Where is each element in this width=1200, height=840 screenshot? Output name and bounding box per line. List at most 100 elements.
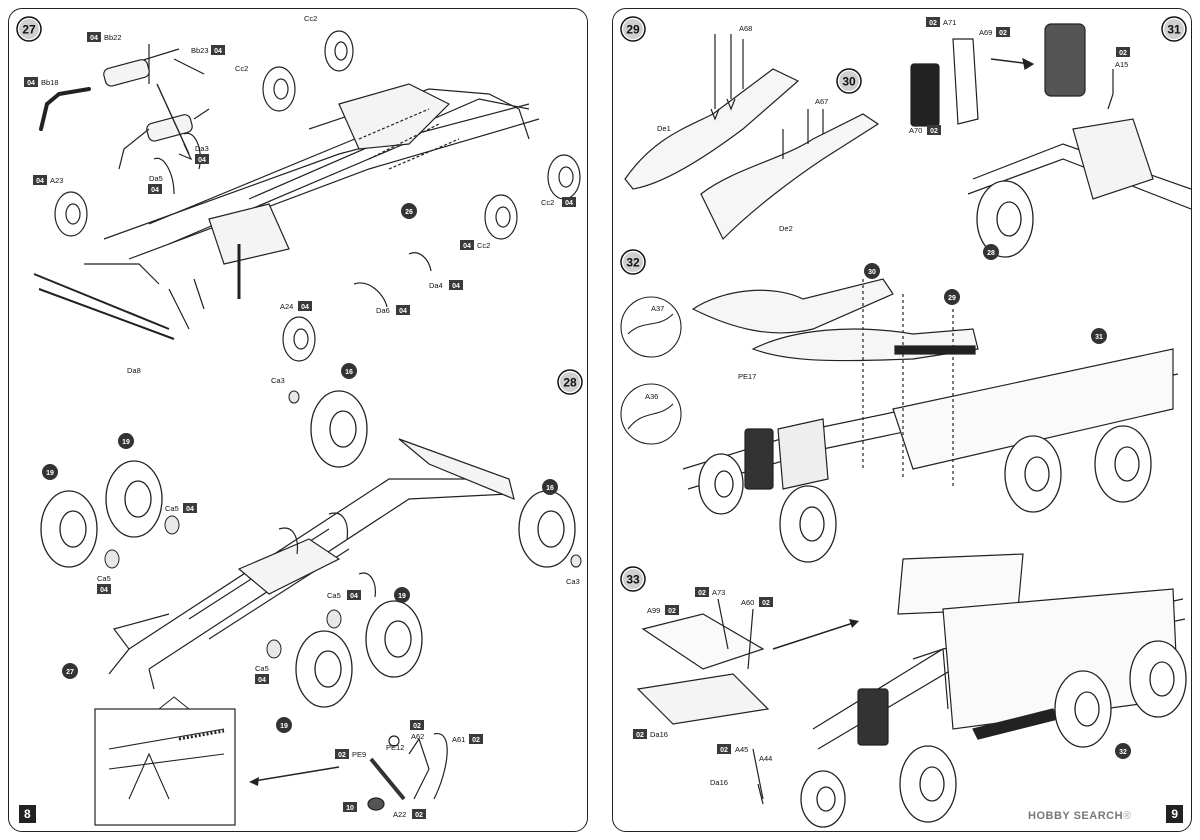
- svg-text:A68: A68: [739, 24, 752, 33]
- step-28-hubs: [104, 390, 582, 659]
- svg-text:Da8: Da8: [127, 366, 141, 375]
- svg-text:A45: A45: [735, 745, 748, 754]
- svg-text:Cc2: Cc2: [477, 241, 490, 250]
- step-29-fender-drawing: [624, 34, 800, 190]
- step-32-badge: 32: [620, 249, 646, 275]
- step-32-detail-callouts: [620, 296, 682, 445]
- step-31-wheel: [976, 180, 1034, 258]
- step-27-part-labels: 04 Bb22 Bb23 04 04 Bb18 04 A23 Da3 04 Da…: [24, 14, 576, 375]
- svg-text:28: 28: [987, 250, 995, 257]
- right-page-drawing: 29 A68 De1 30 A67 De2 31: [620, 16, 1191, 828]
- svg-text:28: 28: [563, 376, 577, 390]
- svg-text:A23: A23: [50, 176, 63, 185]
- svg-text:04: 04: [198, 157, 206, 164]
- svg-text:31: 31: [1167, 23, 1181, 37]
- step-28-chassis-drawing: [108, 438, 515, 690]
- svg-text:A22: A22: [393, 810, 406, 819]
- svg-text:19: 19: [122, 439, 130, 446]
- svg-text:A37: A37: [651, 304, 664, 313]
- svg-text:19: 19: [398, 593, 406, 600]
- svg-text:Ca5: Ca5: [255, 664, 269, 673]
- svg-text:Da5: Da5: [149, 174, 163, 183]
- step-28-badge: 28: [557, 369, 583, 395]
- step-28-wheels: [40, 390, 576, 708]
- svg-text:31: 31: [1095, 334, 1103, 341]
- svg-text:27: 27: [66, 669, 74, 676]
- svg-text:Cc2: Cc2: [235, 64, 248, 73]
- svg-text:Da3: Da3: [195, 144, 209, 153]
- svg-text:A15: A15: [1115, 60, 1128, 69]
- right-instruction-page: 29 A68 De1 30 A67 De2 31: [612, 8, 1192, 832]
- inset-arrow: [249, 766, 340, 786]
- svg-text:02: 02: [338, 752, 346, 759]
- svg-text:PE9: PE9: [352, 750, 366, 759]
- svg-text:04: 04: [301, 304, 309, 311]
- step-31-labels: 02 A71 A69 02 A70 02 02 A15 28: [909, 17, 1130, 260]
- page-number-left: 8: [19, 805, 36, 823]
- ref-circle-26: 26: [401, 203, 417, 219]
- svg-text:PE12: PE12: [386, 743, 404, 752]
- step-30-fender-drawing: [700, 109, 880, 241]
- step-27-chassis-drawing: [33, 44, 540, 340]
- svg-text:04: 04: [100, 587, 108, 594]
- svg-text:Bb22: Bb22: [104, 33, 122, 42]
- svg-text:26: 26: [405, 209, 413, 216]
- svg-text:29: 29: [626, 23, 640, 37]
- watermark-mark: ®: [1123, 810, 1132, 822]
- svg-text:PE17: PE17: [738, 372, 756, 381]
- svg-text:02: 02: [929, 20, 937, 27]
- svg-text:Ca3: Ca3: [271, 376, 285, 385]
- step-28-ref-circles: 16 16 19 19 19 19 27: [42, 363, 558, 733]
- svg-text:30: 30: [842, 75, 856, 89]
- svg-text:02: 02: [668, 608, 676, 615]
- svg-text:04: 04: [452, 283, 460, 290]
- svg-text:02: 02: [1119, 50, 1127, 57]
- step-33-wheels: [800, 640, 1187, 828]
- svg-text:02: 02: [698, 590, 706, 597]
- svg-text:A60: A60: [741, 598, 754, 607]
- svg-text:A99: A99: [647, 606, 660, 615]
- step-32-truck-drawing: [682, 278, 1179, 490]
- svg-text:Da16: Da16: [650, 730, 668, 739]
- svg-text:04: 04: [186, 506, 194, 513]
- svg-text:De2: De2: [779, 224, 793, 233]
- step-33-labels: A99 02 02 A73 A60 02 02 Da16 02 A45 A44 …: [633, 587, 1131, 787]
- svg-text:04: 04: [258, 677, 266, 684]
- step-33-truck-drawing: [812, 553, 1186, 750]
- svg-text:De1: De1: [657, 124, 671, 133]
- svg-text:02: 02: [720, 747, 728, 754]
- svg-text:04: 04: [214, 48, 222, 55]
- watermark-text: HOBBY SEARCH: [1028, 810, 1124, 822]
- svg-text:Bb18: Bb18: [41, 78, 59, 87]
- inset-detail-box: [94, 696, 236, 826]
- svg-text:02: 02: [472, 737, 480, 744]
- svg-text:16: 16: [345, 369, 353, 376]
- svg-text:33: 33: [626, 573, 640, 587]
- svg-text:04: 04: [90, 35, 98, 42]
- svg-text:02: 02: [930, 128, 938, 135]
- svg-text:02: 02: [413, 723, 421, 730]
- svg-text:32: 32: [1119, 749, 1127, 756]
- left-page-drawing: 27 26 0: [16, 14, 583, 826]
- svg-text:32: 32: [626, 256, 640, 270]
- brake-parts-labels: 02 A62 PE12 02 PE9 A61 02 10 A22 02: [335, 720, 483, 819]
- step-30-badge: 30: [836, 68, 862, 94]
- step-28-part-labels: Ca3 Ca3 Ca5 04 Ca5 04 Ca5 04 Ca5 04: [97, 376, 580, 684]
- svg-text:A69: A69: [979, 28, 992, 37]
- svg-text:Ca5: Ca5: [327, 591, 341, 600]
- left-instruction-page: 27 26 0: [8, 8, 588, 832]
- svg-text:04: 04: [27, 80, 35, 87]
- step-30-labels: A67 De2: [779, 97, 828, 233]
- svg-text:A70: A70: [909, 126, 922, 135]
- svg-text:04: 04: [350, 593, 358, 600]
- svg-text:A71: A71: [943, 18, 956, 27]
- svg-text:Da4: Da4: [429, 281, 443, 290]
- step-27-badge: 27: [16, 16, 42, 42]
- svg-text:30: 30: [868, 269, 876, 276]
- step-33-arrow: [772, 619, 859, 650]
- step-32-labels: A37 A36 PE17 30 29 31: [645, 263, 1107, 401]
- hobby-search-watermark: HOBBY SEARCH®: [1028, 810, 1132, 822]
- svg-text:02: 02: [415, 812, 423, 819]
- svg-text:04: 04: [399, 308, 407, 315]
- svg-text:Ca3: Ca3: [566, 577, 580, 586]
